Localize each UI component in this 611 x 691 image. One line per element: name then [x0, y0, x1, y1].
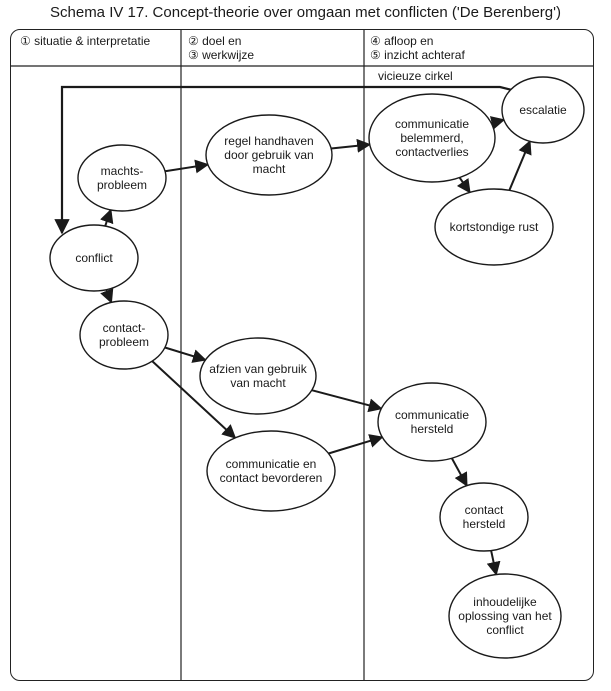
- node-ellipse: [205, 114, 333, 196]
- arrow-machtsprobleem-to-regel: [164, 159, 210, 174]
- arrow-rust-to-escalatie: [508, 139, 532, 191]
- node-ellipse: [439, 482, 529, 552]
- node-machtsprobleem: machts-probleem: [77, 144, 167, 212]
- column-header-situatie: ① situatie & interpretatie: [20, 34, 150, 48]
- arrow-contactprobleem-to-afzien: [164, 346, 207, 363]
- node-label: macht: [253, 162, 286, 176]
- column-header-afloop: ④ afloop en ⑤ inzicht achteraf: [370, 34, 465, 62]
- node-ellipse: [448, 573, 562, 659]
- node-label: hersteld: [411, 422, 454, 436]
- node-contactprobleem: contact-probleem: [79, 300, 169, 370]
- node-ellipse: [49, 224, 139, 292]
- node-label: van macht: [230, 376, 286, 390]
- node-label: afzien van gebruik: [209, 362, 307, 376]
- node-ellipse: [77, 144, 167, 212]
- node-label: regel handhaven: [224, 134, 313, 148]
- node-label: escalatie: [519, 103, 567, 117]
- column-header-line: ⑤ inzicht achteraf: [370, 48, 465, 62]
- node-conflict: conflict: [49, 224, 139, 292]
- node-escalatie: escalatie: [501, 76, 585, 144]
- arrow-afzien-to-hersteld: [311, 389, 383, 413]
- arrow-hersteld-to-contact_hersteld: [450, 457, 468, 487]
- node-ellipse: [501, 76, 585, 144]
- node-label: contact-: [103, 321, 146, 335]
- node-label: belemmerd,: [400, 131, 463, 145]
- column-header-line: ③ werkwijze: [188, 48, 255, 62]
- node-label: probleem: [99, 335, 149, 349]
- node-label: conflict: [486, 623, 524, 637]
- arrow-conflict-to-contactprobleem: [100, 288, 114, 304]
- diagram-frame: [10, 29, 594, 681]
- arrow-belemmerd-to-rust: [456, 176, 471, 194]
- node-label: communicatie: [395, 408, 469, 422]
- node-label: communicatie: [395, 117, 469, 131]
- loop-label: vicieuze cirkel: [378, 69, 453, 83]
- node-label: kortstondige rust: [450, 220, 539, 234]
- node-label: probleem: [97, 178, 147, 192]
- column-header-line: ④ afloop en: [370, 34, 434, 48]
- node-label: inhoudelijke: [473, 595, 537, 609]
- diagram-title: Schema IV 17. Concept-theorie over omgaa…: [50, 4, 561, 21]
- arrow-conflict-to-machtsprobleem: [100, 208, 114, 227]
- node-ellipse: [206, 430, 336, 512]
- node-label: oplossing van het: [458, 609, 552, 623]
- node-rust: kortstondige rust: [434, 188, 554, 266]
- node-ellipse: [199, 337, 317, 415]
- node-label: hersteld: [463, 517, 506, 531]
- arrow-bevorderen-to-hersteld: [328, 434, 384, 455]
- node-label: contact: [465, 503, 504, 517]
- arrow-contact_hersteld-to-oplossing: [486, 550, 501, 576]
- node-label: conflict: [75, 251, 113, 265]
- column-header-line: ② doel en: [188, 34, 242, 48]
- node-ellipse: [434, 188, 554, 266]
- node-label: machts-: [101, 164, 144, 178]
- column-header-line: ① situatie & interpretatie: [20, 34, 151, 48]
- node-label: contact bevorderen: [220, 471, 323, 485]
- node-label: door gebruik van: [224, 148, 313, 162]
- node-label: contactverlies: [395, 145, 468, 159]
- node-ellipse: [79, 300, 169, 370]
- arrow-belemmerd-to-escalatie: [489, 116, 506, 130]
- arrow-regel-to-belemmerd: [331, 138, 372, 153]
- column-header-doel: ② doel en ③ werkwijze: [188, 34, 254, 62]
- node-label: communicatie en: [226, 457, 317, 471]
- node-ellipse: [368, 93, 496, 183]
- node-ellipse: [377, 382, 487, 462]
- arrow-contactprobleem-to-bevorderen: [151, 360, 237, 439]
